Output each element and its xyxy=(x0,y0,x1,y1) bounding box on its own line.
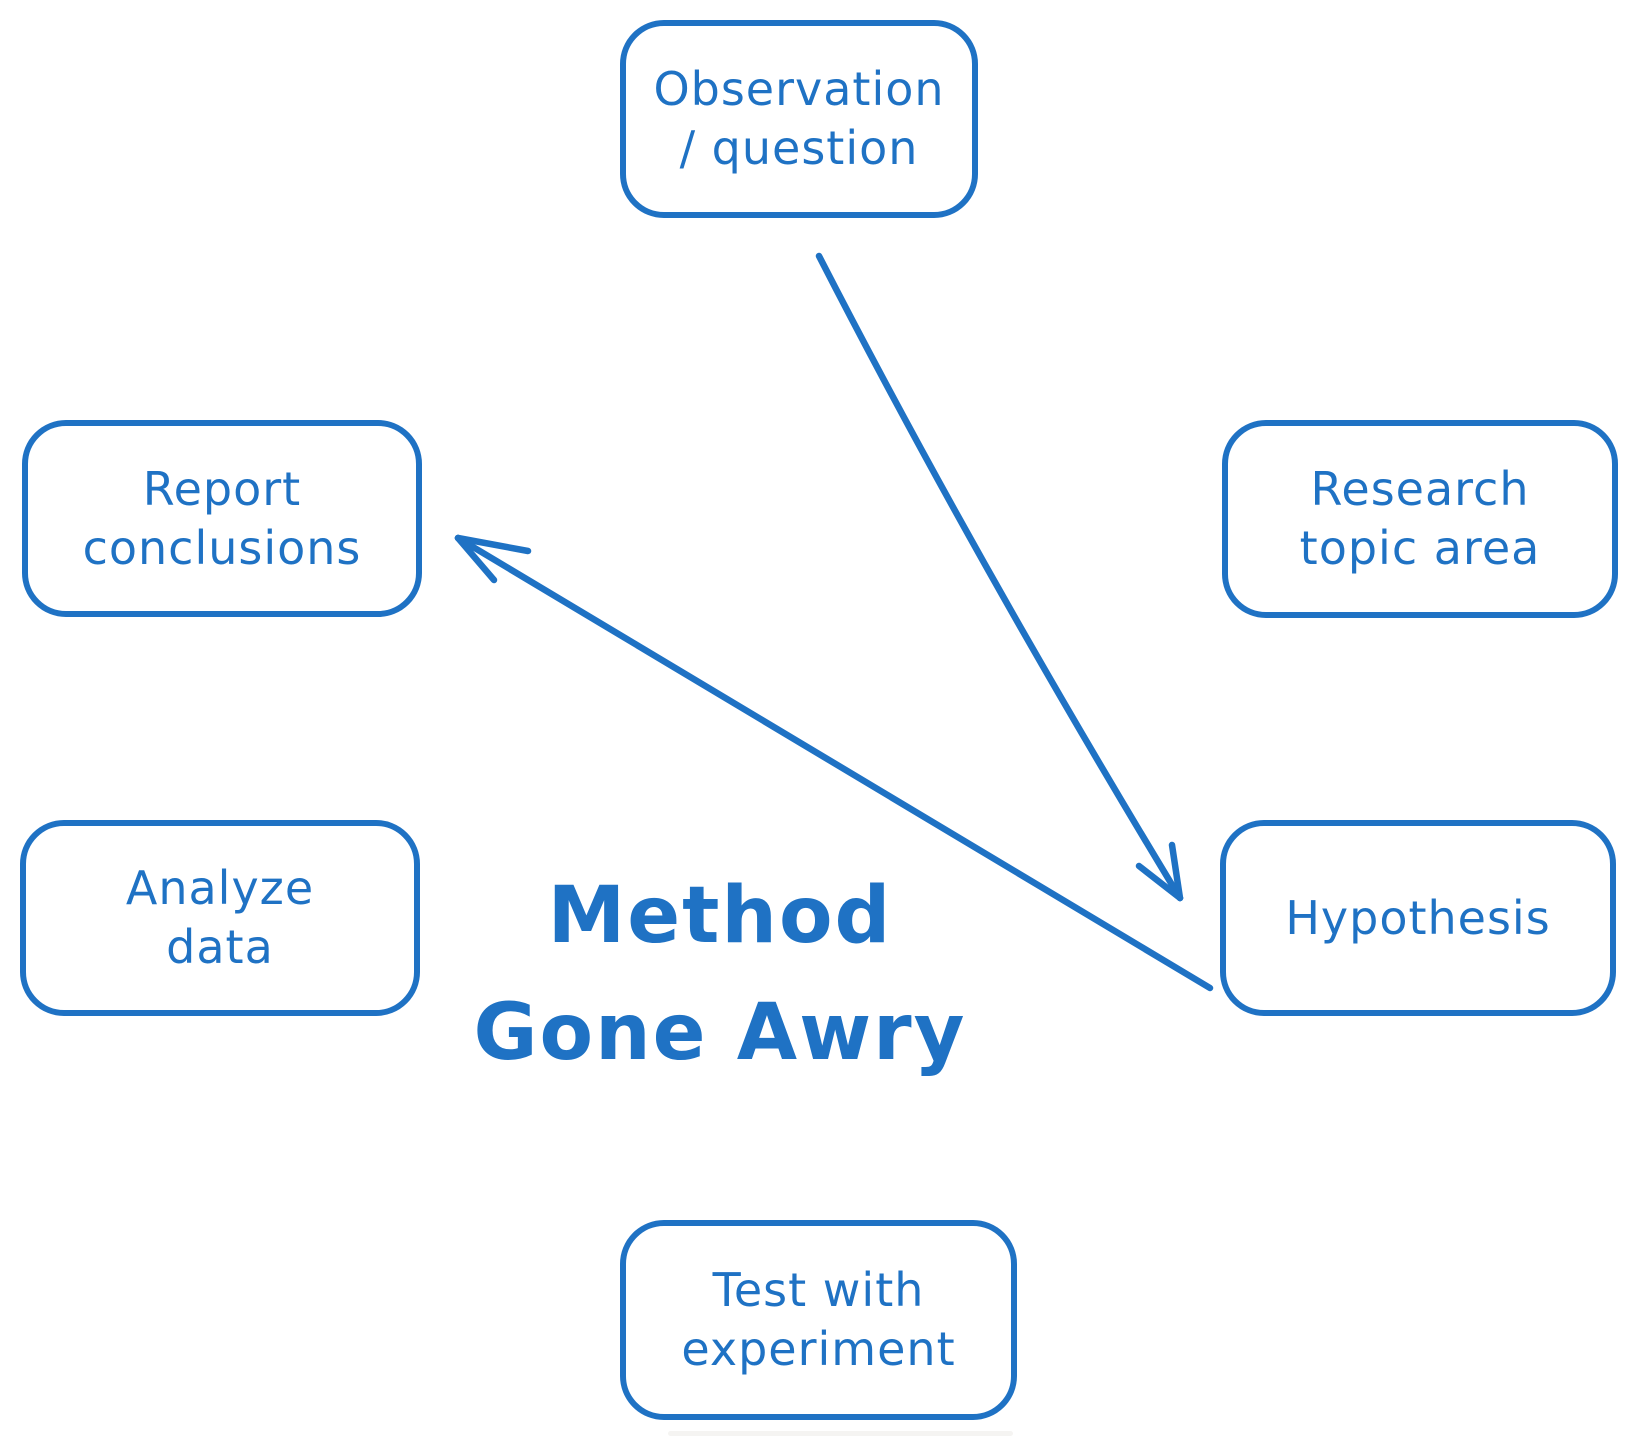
faint-bottom-line xyxy=(668,1431,1013,1436)
node-observation-question-label: Observation / question xyxy=(653,62,945,175)
node-hypothesis-label: Hypothesis xyxy=(1285,890,1551,945)
node-analyze-data-label: Analyze data xyxy=(125,861,315,974)
diagram-title[interactable]: Method Gone Awry xyxy=(473,871,967,1078)
node-observation-question[interactable]: Observation / question xyxy=(620,20,978,218)
node-test-with-experiment[interactable]: Test with experiment xyxy=(620,1220,1017,1420)
arrow-observation-to-hypothesis[interactable] xyxy=(815,252,1184,902)
node-research-topic-area[interactable]: Research topic area xyxy=(1222,420,1618,618)
node-analyze-data[interactable]: Analyze data xyxy=(20,820,420,1016)
arrow-hypothesis-to-report[interactable] xyxy=(454,534,1214,992)
node-report-conclusions[interactable]: Report conclusions xyxy=(22,420,422,617)
node-research-topic-area-label: Research topic area xyxy=(1299,462,1541,575)
node-report-conclusions-label: Report conclusions xyxy=(82,461,362,575)
node-test-with-experiment-label: Test with experiment xyxy=(681,1263,956,1376)
node-hypothesis[interactable]: Hypothesis xyxy=(1220,820,1616,1016)
